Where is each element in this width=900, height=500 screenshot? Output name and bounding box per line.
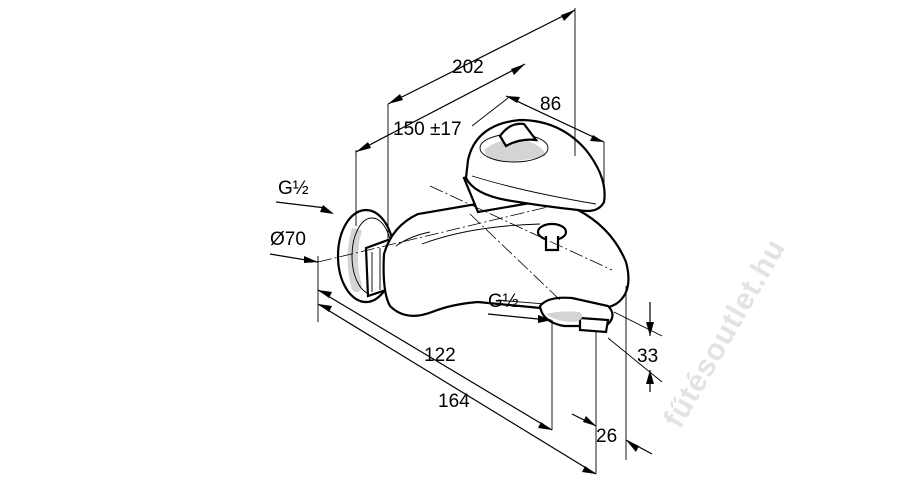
dim-202: 202 <box>452 57 484 78</box>
faucet-body <box>336 118 630 334</box>
watermark: fűtésoutlet.hu <box>657 233 792 433</box>
dim-164: 164 <box>438 391 470 412</box>
center-lines <box>317 185 613 301</box>
dim-150: 150 ±17 <box>393 119 462 140</box>
thread-inlet-label: G½ <box>278 178 309 199</box>
dim-diameter-70: Ø70 <box>270 229 306 250</box>
dim-26: 26 <box>596 426 617 447</box>
dimension-lines <box>269 8 663 475</box>
thread-outlet-label: G½ <box>488 291 519 312</box>
dim-33: 33 <box>637 346 658 367</box>
dim-122: 122 <box>424 345 456 366</box>
dimension-labels: 202 86 150 ±17 G½ Ø70 G½ 122 164 33 26 <box>270 57 658 447</box>
dim-86: 86 <box>540 94 561 115</box>
arrow-heads <box>304 10 654 474</box>
